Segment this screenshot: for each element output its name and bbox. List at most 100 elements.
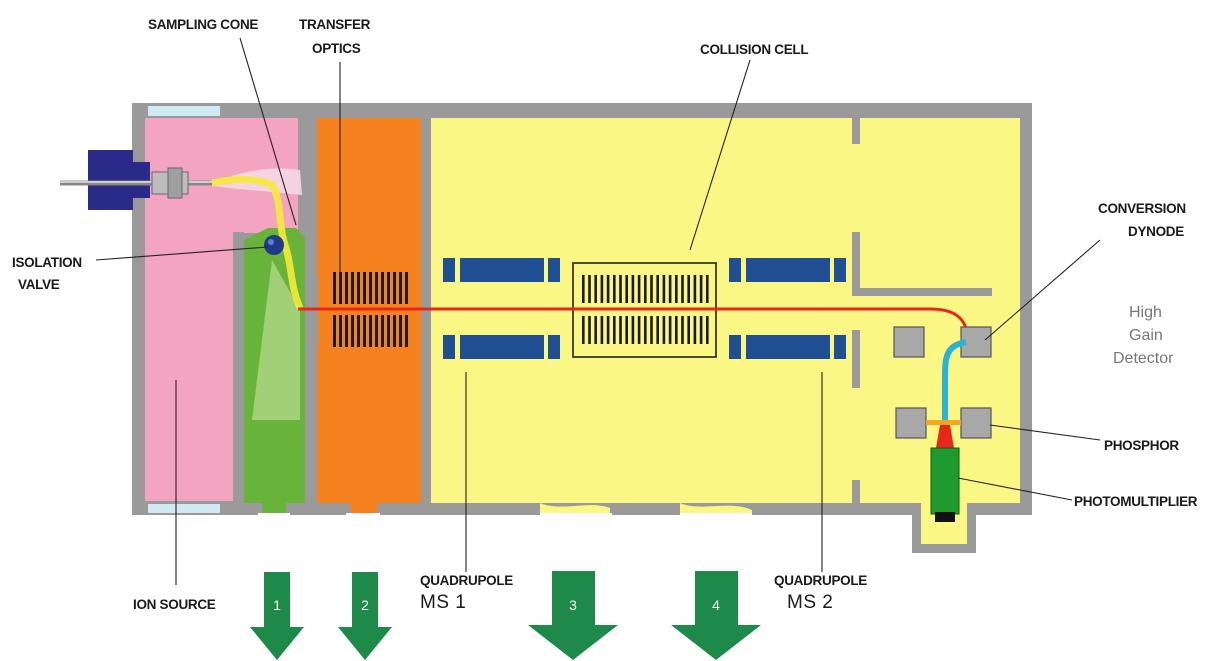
collision-cell-plate-top [650,275,653,303]
collision-cell-plate-top [693,275,697,303]
transfer-optics-plate-top [345,272,348,304]
pump-port-3-lip [612,503,672,513]
pump-arrow-3-label: 3 [569,597,577,613]
baffle-horizontal [852,288,992,296]
quadrupole-ms1 [443,258,560,359]
label-isolation-valve-2: VALVE [18,277,60,292]
pump-arrows: 1 2 3 4 [250,571,761,660]
collision-cell-plate-bottom [650,316,653,344]
pump-ports [258,503,752,527]
baffle-top [852,118,860,144]
transfer-optics-plate-bottom [393,315,396,347]
ms1-rod-top-small [443,258,455,282]
label-collision-cell: COLLISION CELL [700,42,808,57]
transfer-optics-plate-top [363,272,366,304]
probe-body-narrow [132,162,150,198]
collision-cell-plate-bottom [600,316,604,344]
phosphor-glow [936,425,954,448]
label-ion-source: ION SOURCE [133,597,216,612]
collision-cell-plate-bottom [699,316,703,344]
isolation-valve-ball-hl [268,239,274,245]
pump-arrow-4: 4 [671,571,761,660]
collision-cell-plate-top [687,275,690,303]
collision-cell-plate-top [644,275,647,303]
transfer-optics-plate-bottom [345,315,348,347]
transfer-optics-plate-top [381,272,384,304]
collision-cell-plate-top [606,275,610,303]
ms2-rod-bottom-end [834,335,846,359]
collision-cell-plate-top [619,275,622,303]
transfer-optics-plate-top [375,272,378,304]
collision-cell-plate-bottom [706,316,709,344]
quadrupole-ms2 [729,258,846,359]
pump-port-1 [258,513,290,527]
label-high-gain-detector-1: High [1129,304,1162,321]
transfer-optics-plate-bottom [363,315,366,347]
leader-lines [95,37,1101,585]
spray-plume-core [211,176,304,310]
baffle-mid-upper [852,232,860,294]
top-window [148,106,220,116]
collision-cell-plate-bottom [613,316,616,344]
leader-isolation-valve [95,246,269,261]
label-transfer-optics-1: TRANSFER [299,17,371,32]
collision-cell-plate-bottom [687,316,690,344]
collision-cell-plate-bottom [662,316,666,344]
pump-port-4 [680,513,752,527]
collision-cell-plate-top [699,275,703,303]
transfer-optics-plate-bottom [333,315,336,347]
collision-cell-plate-bottom [656,316,659,344]
inlet-probe [60,150,215,210]
ms2-rod-bottom-small [729,335,741,359]
ms1-rod-bottom-small [443,335,455,359]
transfer-optics [333,272,408,347]
collision-cell-plate-bottom [619,316,622,344]
transfer-optics-plate-top [393,272,396,304]
collision-cell-plate-bottom [606,316,610,344]
collision-cell-plate-top [668,275,672,303]
detector-assembly [893,326,992,522]
label-conversion-dynode-2: DYNODE [1128,224,1184,239]
probe-nut-2 [167,167,183,199]
label-conversion-dynode-1: CONVERSION [1098,201,1186,216]
transfer-optics-plate-top [369,272,372,304]
label-phosphor: PHOSPHOR [1104,438,1179,453]
transfer-optics-plate-bottom [405,315,408,347]
label-high-gain-detector-3: Detector [1113,350,1174,367]
pump-arrow-2: 2 [338,572,392,660]
collision-cell-plate-bottom [625,316,628,344]
transfer-optics-plate-bottom [369,315,372,347]
collision-cell-plate-top [588,275,591,303]
collision-cell-plate-bottom [631,316,635,344]
transfer-optics-plate-top [351,272,354,304]
leader-collision-cell [689,59,751,251]
ms2-rod-top-long [746,258,830,282]
pump-arrow-3: 3 [528,571,618,660]
ms1-rod-top-long [460,258,544,282]
collision-cell-plate-top [582,275,585,303]
pump-arrow-4-label: 4 [712,597,720,613]
transfer-optics-plate-top [387,272,390,304]
ms1-rod-bottom-end [548,335,560,359]
label-photomultiplier: PHOTOMULTIPLIER [1074,494,1198,509]
collision-cell-plate-top [594,275,597,303]
collision-cell-plate-bottom [637,316,641,344]
collision-cell-plate-top [613,275,616,303]
conversion-path [942,339,967,420]
label-isolation-valve-1: ISOLATION [12,255,82,270]
phosphor-block-left [895,407,927,439]
transfer-optics-plate-top [357,272,360,304]
interface-beam-glow [252,260,300,420]
photomultiplier-base [935,512,955,522]
leader-sampling-cone [239,37,297,226]
transfer-optics-plate-bottom [381,315,384,347]
skimmer-cone [305,265,318,358]
collision-cell-plate-top [681,275,684,303]
collision-cell-plate-bottom [675,316,678,344]
isolation-valve-ball [264,235,284,255]
collision-cell-plates [582,275,709,344]
transfer-optics-plate-bottom [351,315,354,347]
label-quadrupole-ms2-2: MS 2 [787,592,833,613]
collision-cell-plate-bottom [668,316,672,344]
